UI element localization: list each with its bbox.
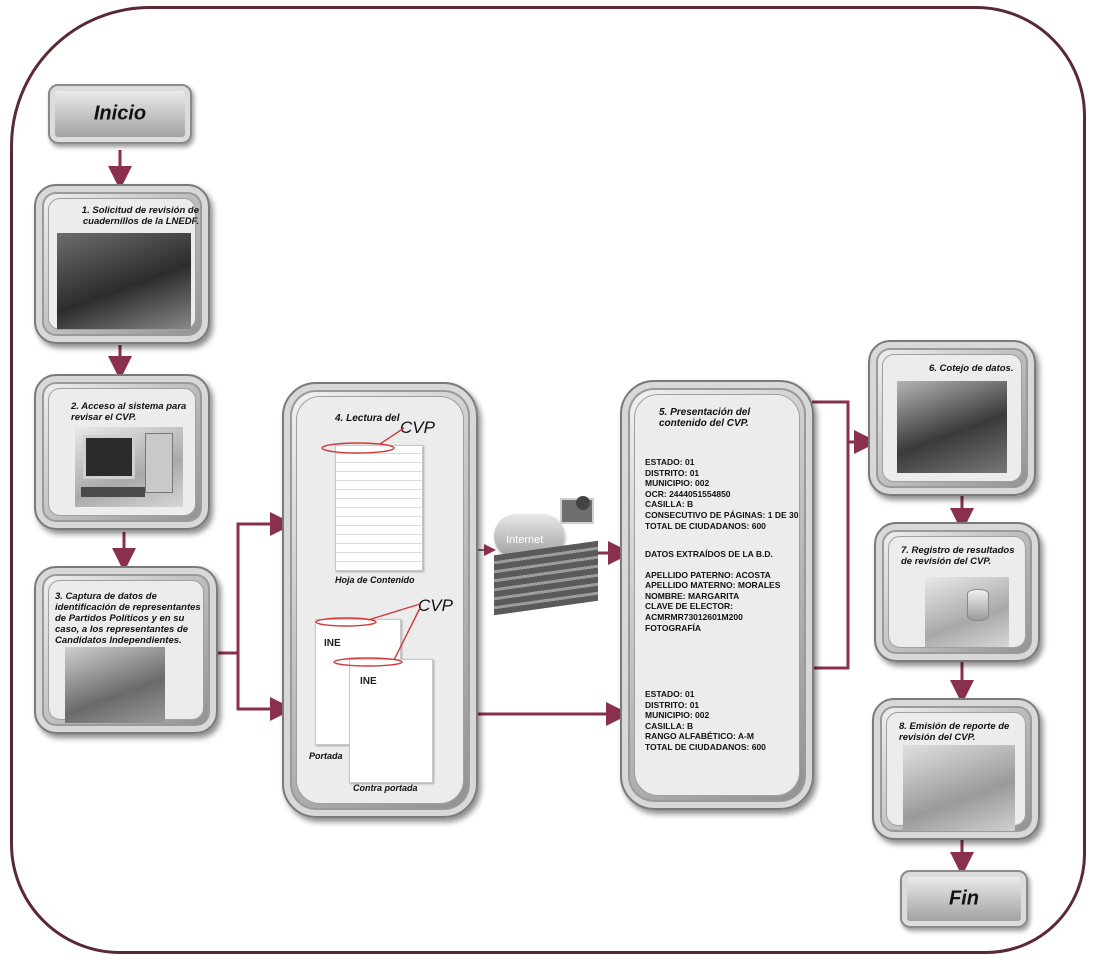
hoja-label: Hoja de Contenido xyxy=(335,575,415,585)
block-b-line: NOMBRE: MARGARITA xyxy=(645,590,740,601)
step-4-box: 4. Lectura del Hoja de Contenido INE INE… xyxy=(282,382,478,818)
step-1-box: 1. Solicitud de revisión de cuadernillos… xyxy=(34,184,210,344)
step-2-box: 2. Acceso al sistema para revisar el CVP… xyxy=(34,374,210,530)
cvp-oval-mid xyxy=(315,617,377,627)
arrow-s3-s4-bottom xyxy=(216,651,294,721)
ine-logo: INE xyxy=(324,638,341,649)
block-b-line: CLAVE DE ELECTOR: xyxy=(645,601,733,612)
step-4-caption: 4. Lectura del xyxy=(335,413,400,424)
start-node: Inicio xyxy=(48,84,192,144)
block-b-line: FOTOGRAFÍA xyxy=(645,622,702,633)
team-photo xyxy=(897,381,1007,473)
cvp-oval-low xyxy=(333,657,403,667)
outer-frame xyxy=(10,6,1086,954)
step-8-caption: 8. Emisión de reporte de revisión del CV… xyxy=(899,721,1010,743)
block-a-line: CASILLA: B xyxy=(645,499,694,510)
data-block-b: DATOS EXTRAÍDOS DE LA B.D. APELLIDO PATE… xyxy=(645,549,780,633)
hoja-contenido-doc xyxy=(335,445,423,571)
block-b-line xyxy=(645,560,780,570)
internet-label: Internet xyxy=(506,534,544,546)
step-3-box: 3. Captura de datos de identificación de… xyxy=(34,566,218,734)
block-c-line: ESTADO: 01 xyxy=(645,689,695,699)
block-a-line: ESTADO: 01 xyxy=(645,457,695,467)
step-1-caption: 1. Solicitud de revisión de cuadernillos… xyxy=(81,205,199,227)
end-label: Fin xyxy=(949,887,979,910)
block-c-line: RANGO ALFABÉTICO: A-M xyxy=(645,731,754,742)
contra-portada-label: Contra portada xyxy=(353,783,418,793)
data-block-a: ESTADO: 01 DISTRITO: 01 MUNICIPIO: 002 O… xyxy=(645,457,799,531)
portada-label: Portada xyxy=(309,751,343,761)
block-b-line: APELLIDO PATERNO: ACOSTA xyxy=(645,569,771,580)
step-7-panel: 7. Registro de resultados de revisión de… xyxy=(888,536,1026,648)
data-block-c: ESTADO: 01 DISTRITO: 01 MUNICIPIO: 002 C… xyxy=(645,689,766,753)
block-c-line: MUNICIPIO: 002 xyxy=(645,710,710,721)
step-1-panel: 1. Solicitud de revisión de cuadernillos… xyxy=(48,198,199,330)
ine-logo-2: INE xyxy=(360,676,377,687)
step-4-panel: 4. Lectura del Hoja de Contenido INE INE… xyxy=(296,396,464,804)
step-3-panel: 3. Captura de datos de identificación de… xyxy=(48,580,204,723)
cvp-oval-top xyxy=(321,442,395,454)
block-c-line: TOTAL DE CIUDADANOS: 600 xyxy=(645,741,766,752)
tower-icon xyxy=(145,433,173,493)
step-7-box: 7. Registro de resultados de revisión de… xyxy=(874,522,1040,662)
end-node: Fin xyxy=(900,870,1028,928)
cvp-label-bottom: CVP xyxy=(418,596,453,615)
office-photo xyxy=(65,647,165,723)
step-2-panel: 2. Acceso al sistema para revisar el CVP… xyxy=(48,388,196,516)
block-a-line: CONSECUTIVO DE PÁGINAS: 1 DE 30 xyxy=(645,509,799,520)
cvp-pointer-mid xyxy=(367,603,421,621)
block-a-line: MUNICIPIO: 002 xyxy=(645,478,710,489)
step-8-box: 8. Emisión de reporte de revisión del CV… xyxy=(872,698,1040,840)
step-7-caption: 7. Registro de resultados de revisión de… xyxy=(901,545,1015,567)
block-a-line: OCR: 2444051554850 xyxy=(645,488,731,499)
user-icon xyxy=(576,496,590,510)
block-c-line: DISTRITO: 01 xyxy=(645,699,700,710)
block-a-line: TOTAL DE CIUDADANOS: 600 xyxy=(645,520,766,531)
step-5-panel: 5. Presentación del contenido del CVP. E… xyxy=(634,394,800,796)
step-8-panel: 8. Emisión de reporte de revisión del CV… xyxy=(886,712,1026,831)
block-b-line: ACMRMR73012601M200 xyxy=(645,611,743,622)
step-6-caption: 6. Cotejo de datos. xyxy=(929,363,1014,374)
step-3-caption: 3. Captura de datos de identificación de… xyxy=(55,591,201,646)
step-6-box: 6. Cotejo de datos. xyxy=(868,340,1036,496)
cvp-pointer-top xyxy=(379,427,405,445)
step-6-panel: 6. Cotejo de datos. xyxy=(882,354,1022,482)
arrow-s5-s6 xyxy=(812,400,850,670)
meeting-photo xyxy=(57,233,191,329)
keyboard-icon xyxy=(81,487,145,497)
cvp-pointer-low xyxy=(393,607,421,661)
monitor-icon xyxy=(83,435,135,479)
database-icon xyxy=(967,589,989,621)
block-c-line: CASILLA: B xyxy=(645,720,694,731)
step-5-caption: 5. Presentación del contenido del CVP. xyxy=(659,407,751,429)
start-label: Inicio xyxy=(93,102,147,125)
block-b-line: DATOS EXTRAÍDOS DE LA B.D. xyxy=(645,549,773,559)
step-2-caption: 2. Acceso al sistema para revisar el CVP… xyxy=(71,401,187,423)
step-5-box: 5. Presentación del contenido del CVP. E… xyxy=(620,380,814,810)
printer-photo xyxy=(903,745,1015,831)
block-a-line: DISTRITO: 01 xyxy=(645,467,700,478)
cvp-label-top: CVP xyxy=(400,418,435,437)
block-b-line: APELLIDO MATERNO: MORALES xyxy=(645,580,781,591)
